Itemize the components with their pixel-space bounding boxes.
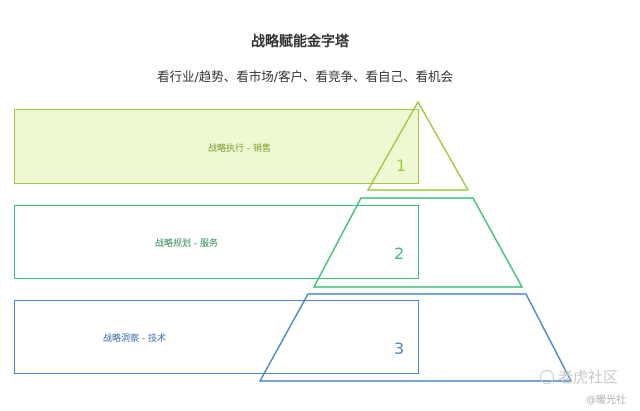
layer-box-3 — [14, 300, 419, 374]
pyramid-tier-1 — [366, 100, 470, 191]
watermark: 老虎社区 — [540, 366, 618, 387]
layer-label-1: 战略执行 - 销售 — [208, 144, 271, 154]
watermark-logo-icon — [540, 370, 554, 384]
tier-number-3: 3 — [394, 339, 404, 358]
tier-number-1: 1 — [396, 156, 406, 175]
tier-number-2: 2 — [394, 244, 404, 263]
diagram-subtitle: 看行业/趋势、看市场/客户、看竞争、看自己、看机会 — [157, 69, 453, 84]
pyramid-tier-3 — [258, 293, 573, 382]
layer-label-3: 战略洞察 - 技术 — [103, 334, 166, 344]
pyramid-tier-2 — [312, 197, 524, 288]
watermark-sub: @暖光社 — [586, 395, 626, 406]
layer-label-2: 战略规划 - 服务 — [155, 239, 218, 249]
layer-box-1 — [14, 109, 419, 184]
diagram-title: 战略赋能金字塔 — [251, 34, 349, 50]
watermark-text: 老虎社区 — [558, 368, 619, 386]
